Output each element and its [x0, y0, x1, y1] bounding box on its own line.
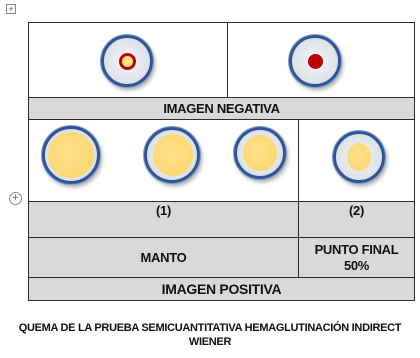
positive-well-2 [144, 127, 200, 183]
positive-well-3 [234, 127, 286, 179]
punto-final-label: PUNTO FINAL [314, 241, 399, 257]
move-handle-icon[interactable]: + [6, 4, 16, 14]
manto-label: MANTO [28, 237, 299, 278]
column-1-label: (1) [28, 201, 299, 238]
positive-well-4 [333, 131, 385, 183]
positive-fill-3 [243, 135, 277, 171]
punto-final-cell: PUNTO FINAL 50% [298, 237, 415, 278]
column-2-label: (2) [298, 201, 415, 238]
caption-line-1: QUEMA DE LA PRUEBA SEMICUANTITATIVA HEMA… [18, 322, 402, 334]
add-row-icon[interactable]: + [9, 192, 22, 205]
negative-dot-2 [308, 54, 323, 69]
positive-well-1 [42, 126, 100, 184]
negative-dot-1 [119, 53, 136, 70]
positive-image-label: IMAGEN POSITIVA [28, 277, 415, 301]
positive-fill-4 [347, 143, 371, 171]
negative-well-1 [101, 35, 153, 87]
punto-final-percent: 50% [343, 257, 370, 273]
positive-fill-2 [153, 134, 193, 176]
negative-image-label: IMAGEN NEGATIVA [28, 97, 415, 120]
caption-line-2: WIENER [188, 336, 232, 348]
negative-well-2 [289, 35, 341, 87]
positive-fill-1 [48, 132, 94, 178]
